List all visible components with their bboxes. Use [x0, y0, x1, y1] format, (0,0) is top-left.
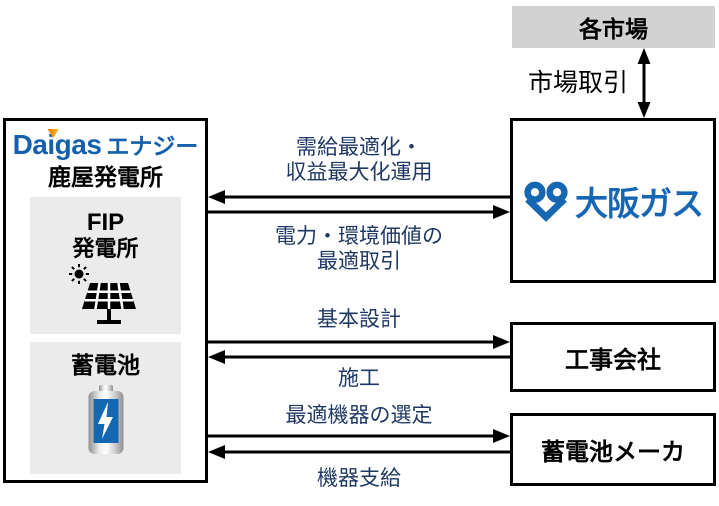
- market-trade-double-arrow: [637, 48, 651, 118]
- daigas-i-triangle-icon: [47, 129, 59, 138]
- arrow-supply-demand-left: [208, 190, 510, 204]
- flow-label-optimal-trading: 電力・環境価値の 最適取引: [275, 225, 443, 273]
- arrow-basic-design-right: [208, 335, 510, 349]
- arrow-equipment-selection-right: [208, 429, 510, 443]
- flow-label-equipment-selection: 最適機器の選定: [285, 404, 433, 427]
- daigas-energy-logo: Daigas エナジー: [6, 127, 205, 161]
- fip-label-line2: 発電所: [72, 236, 139, 261]
- battery-maker-box: 蓄電池メーカ: [510, 413, 716, 486]
- market-box: 各市場: [512, 6, 715, 48]
- construction-company-box: 工事会社: [510, 322, 716, 392]
- storage-battery-box: 蓄電池: [30, 342, 181, 474]
- flow-label-construction: 施工: [338, 367, 380, 390]
- storage-battery-label: 蓄電池: [71, 352, 140, 378]
- plant-name: 鹿屋発電所: [48, 164, 163, 190]
- fip-label-line1: FIP: [86, 209, 125, 236]
- flow-label-supply-demand: 需給最適化・ 収益最大化運用: [285, 136, 433, 184]
- battery-maker-label: 蓄電池メーカ: [541, 439, 685, 466]
- osakagas-logo: 大阪ガス: [523, 177, 704, 225]
- solar-panel-icon: [68, 264, 136, 324]
- arrow-construction-left: [208, 350, 510, 364]
- battery-icon: [88, 385, 123, 454]
- daigas-logo-latin: Daigas: [12, 129, 102, 160]
- market-label: 各市場: [579, 16, 648, 42]
- daigas-logo-kana: エナジー: [106, 133, 199, 159]
- market-trade-label: 市場取引: [528, 69, 629, 97]
- arrow-equipment-supply-left: [208, 445, 510, 459]
- arrow-optimal-trading-right: [208, 205, 510, 219]
- osakagas-box: 大阪ガス: [510, 118, 716, 283]
- flow-label-basic-design: 基本設計: [317, 308, 401, 331]
- flow-label-equipment-supply: 機器支給: [317, 467, 401, 490]
- sun-icon: [68, 264, 89, 284]
- osaka-gas-heart-icon: [524, 181, 568, 222]
- construction-company-label: 工事会社: [565, 346, 661, 374]
- daigas-plant-box: Daigas エナジー 鹿屋発電所 FIP 発電所: [3, 118, 208, 483]
- fip-plant-box: FIP 発電所: [30, 197, 181, 334]
- osakagas-logo-text: 大阪ガス: [575, 184, 704, 222]
